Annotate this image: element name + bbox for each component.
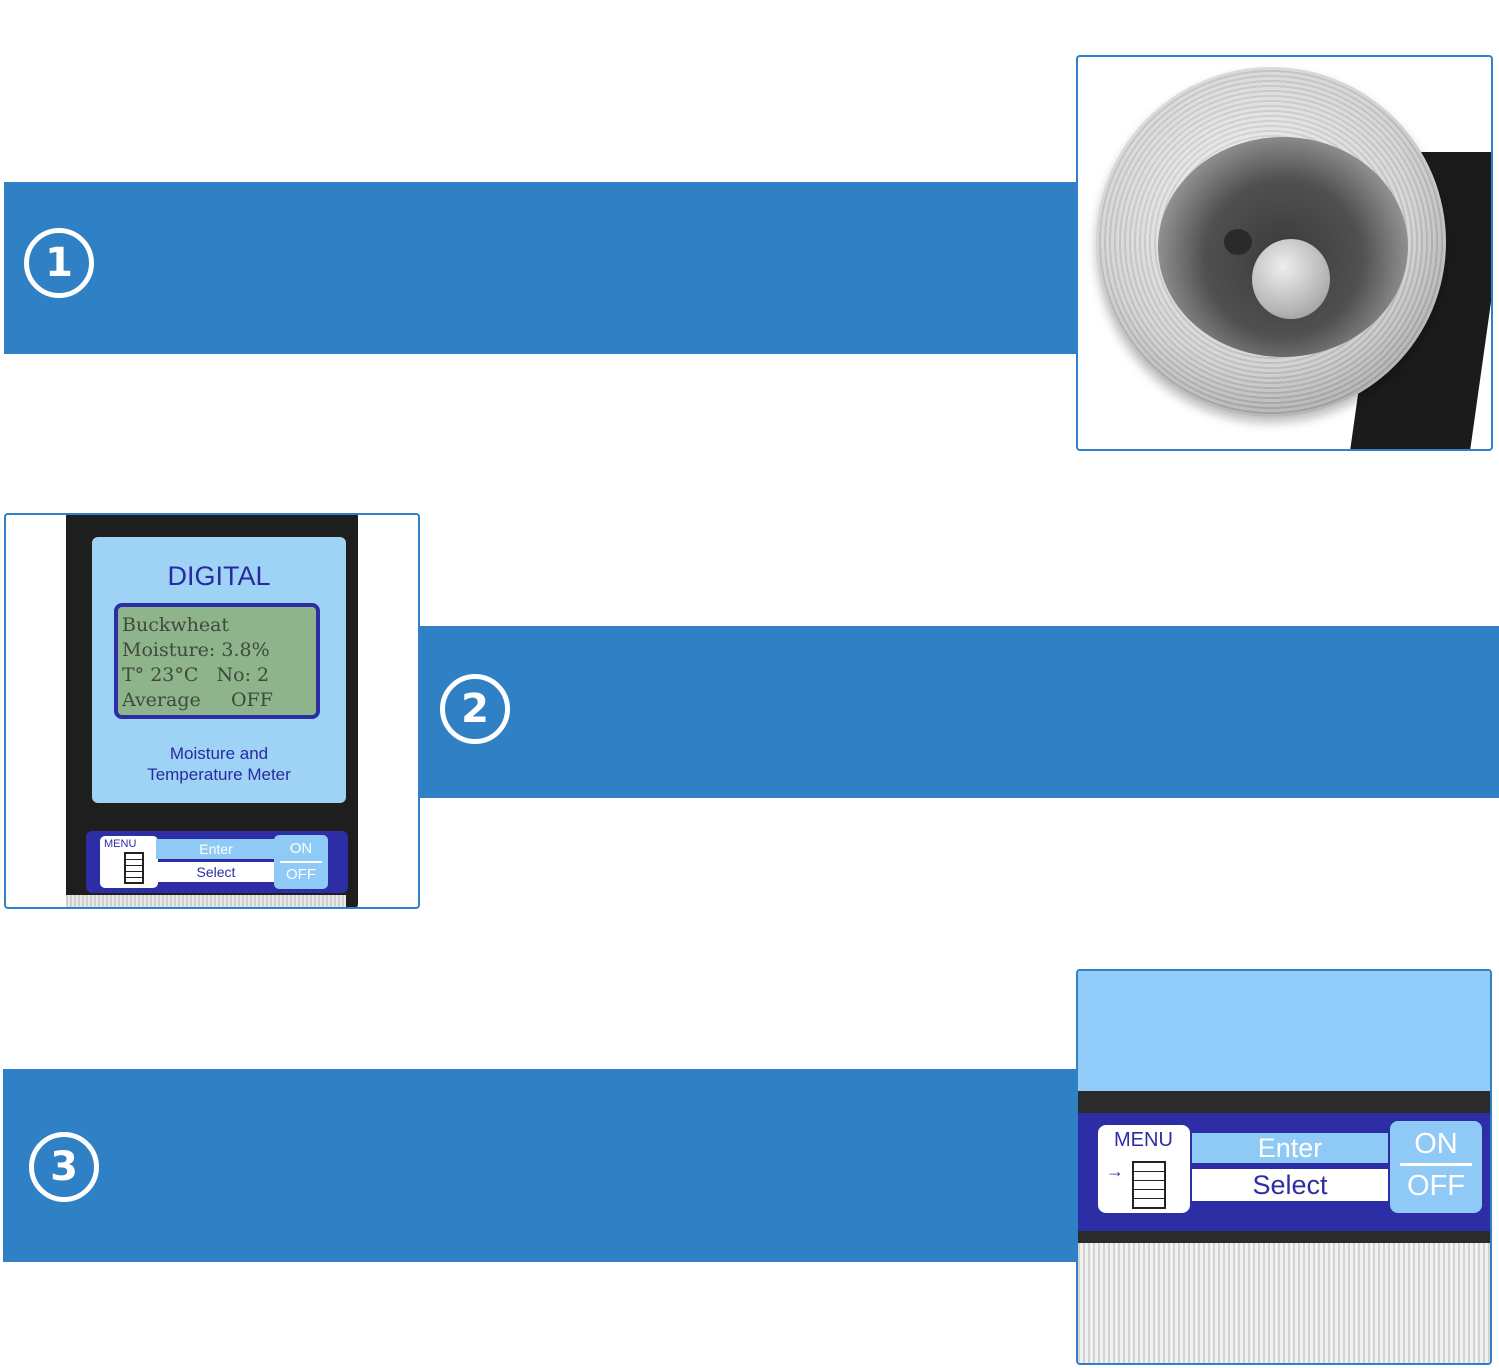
sensor-cup-outer-ring (1096, 67, 1446, 417)
menu-document-icon (1132, 1161, 1166, 1209)
menu-button-closeup[interactable]: MENU → (1098, 1125, 1190, 1213)
bezel-edge (1078, 1091, 1490, 1113)
step-2-number: 2 (440, 674, 510, 744)
meter-subtitle-line-2: Temperature Meter (147, 765, 291, 784)
on-label-closeup: ON (1400, 1125, 1472, 1166)
menu-label-closeup: MENU (1114, 1129, 1173, 1151)
arrow-right-icon: → (1106, 1161, 1124, 1181)
on-label: ON (280, 837, 322, 863)
on-off-button-closeup[interactable]: ON OFF (1390, 1121, 1482, 1213)
off-label-closeup: OFF (1407, 1170, 1465, 1202)
lcd-line-2: Moisture: 3.8% (122, 639, 270, 661)
keypad-closeup-photo: MENU → Enter Select ON OFF (1076, 969, 1492, 1365)
meter-subtitle-line-1: Moisture and (169, 744, 269, 763)
step-1-number: 1 (24, 228, 94, 298)
select-button-closeup[interactable]: Select (1192, 1169, 1388, 1201)
meter-brand-label: DIGITAL (167, 561, 271, 591)
meter-face-closeup (1078, 971, 1490, 1091)
enter-button-closeup[interactable]: Enter (1192, 1133, 1388, 1163)
knurled-ring (1078, 1243, 1490, 1363)
menu-document-icon (124, 852, 144, 884)
meter-knurled-base (66, 895, 346, 907)
keypad-closeup: MENU → Enter Select ON OFF (1078, 1113, 1490, 1231)
lcd-line-4: Average OFF (122, 689, 273, 711)
step-3-band: 3 (3, 1069, 1078, 1262)
off-label: OFF (286, 866, 316, 883)
enter-button[interactable]: Enter (156, 839, 276, 859)
meter-keypad: MENU Enter Select ON OFF (86, 831, 348, 893)
meter-front-photo: DIGITAL Buckwheat Moisture: 3.8% T° 23°C… (4, 513, 420, 909)
sensor-cup-photo (1076, 55, 1493, 451)
keypad-bottom-edge (1078, 1231, 1490, 1243)
menu-button[interactable]: MENU (100, 836, 158, 888)
meter-face: DIGITAL Buckwheat Moisture: 3.8% T° 23°C… (92, 537, 346, 803)
lcd-display: Buckwheat Moisture: 3.8% T° 23°C No: 2 A… (114, 603, 320, 719)
select-button[interactable]: Select (156, 862, 276, 882)
step-3-number: 3 (29, 1132, 99, 1202)
lcd-line-3: T° 23°C No: 2 (122, 664, 270, 686)
lcd-line-1: Buckwheat (122, 614, 230, 636)
step-2-band: 2 (418, 626, 1499, 798)
meter-subtitle: Moisture and Temperature Meter (92, 743, 346, 785)
step-1-band: 1 (4, 182, 1078, 354)
sensor-screw (1224, 229, 1252, 255)
on-off-button[interactable]: ON OFF (274, 835, 328, 889)
menu-button-label: MENU (104, 838, 137, 850)
sensor-probe-post (1252, 239, 1330, 319)
